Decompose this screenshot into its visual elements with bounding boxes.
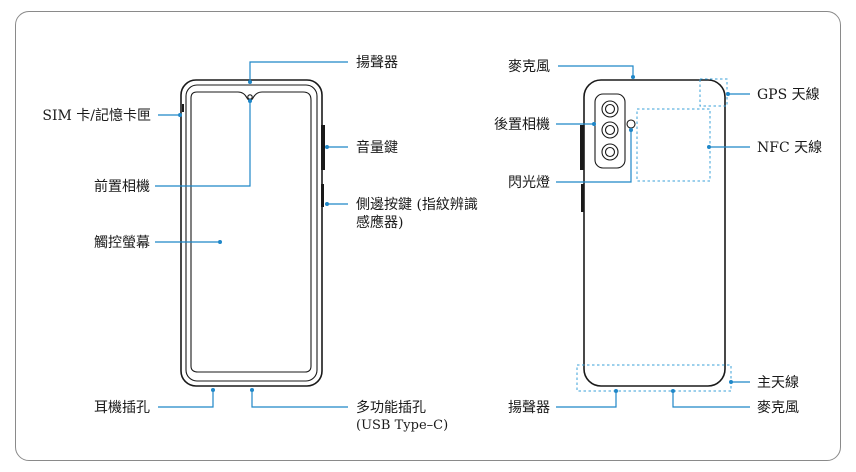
- rear-lens-1-outer: [601, 100, 619, 118]
- speaker-bottom-dot: [614, 389, 618, 393]
- multipurpose-jack-leader: [251, 392, 348, 408]
- label-multipurpose-jack-line1: 多功能插孔: [356, 399, 426, 416]
- main-antenna-area: [576, 364, 732, 392]
- touchscreen-dot: [218, 240, 222, 244]
- rear-lens-3-inner: [604, 146, 616, 158]
- volume-key-shape: [321, 125, 325, 170]
- microphone-top-leader: [558, 65, 634, 75]
- side-key-shape: [321, 184, 324, 207]
- rear-lens-2-outer: [601, 121, 619, 139]
- flash-dot: [629, 128, 633, 132]
- label-main-antenna: 主天線: [757, 375, 799, 391]
- label-flash: 閃光燈: [508, 175, 550, 191]
- microphone-bottom-dot: [671, 389, 675, 393]
- sim-tray-shape: [182, 104, 184, 112]
- label-sim-tray: SIM 卡/記憶卡匣: [42, 107, 151, 124]
- label-rear-camera: 後置相機: [494, 117, 550, 133]
- rear-camera-dot: [592, 122, 596, 126]
- side-key-dot: [325, 202, 329, 206]
- rear-lens-1-inner: [604, 103, 616, 115]
- back-view: 麥克風 GPS 天線 後置相機 NFC 天線 閃光燈 主天線 揚聲器 麥克風: [494, 59, 822, 416]
- speaker-top-leader: [249, 61, 348, 82]
- main-antenna-dot: [729, 380, 733, 384]
- back-volume-key-shape: [580, 125, 584, 170]
- label-nfc-antenna: NFC 天線: [757, 140, 822, 156]
- microphone-top-dot: [631, 75, 635, 79]
- camera-module: [594, 93, 626, 169]
- label-volume-key: 音量鍵: [356, 139, 398, 156]
- front-view: 揚聲器 SIM 卡/記憶卡匣 音量鍵 前置相機 側邊按鍵 (指紋辨識 感應器) …: [42, 54, 478, 433]
- label-side-key-line2: 感應器): [356, 214, 403, 231]
- front-camera-dot: [248, 99, 252, 103]
- label-front-camera: 前置相機: [94, 178, 150, 195]
- label-microphone-top: 麥克風: [508, 59, 550, 75]
- speaker-bottom-leader: [556, 393, 617, 408]
- front-phone-bezel: [185, 84, 318, 382]
- microphone-bottom-leader: [672, 393, 750, 408]
- label-gps-antenna: GPS 天線: [757, 87, 820, 103]
- nfc-antenna-dot: [707, 145, 711, 149]
- earphone-jack-dot: [211, 388, 215, 392]
- multipurpose-jack-dot: [250, 388, 254, 392]
- gps-antenna-dot: [726, 92, 730, 96]
- label-earphone-jack: 耳機插孔: [94, 400, 150, 416]
- back-side-key-shape: [581, 184, 584, 212]
- label-speaker-top: 揚聲器: [356, 54, 398, 71]
- rear-lens-2-inner: [604, 124, 616, 136]
- front-screen-outline: [190, 91, 312, 373]
- label-side-key-line1: 側邊按鍵 (指紋辨識: [356, 197, 478, 213]
- nfc-antenna-area: [636, 108, 711, 182]
- label-touchscreen: 觸控螢幕: [94, 235, 150, 251]
- sim-tray-dot: [178, 113, 182, 117]
- back-phone-body: [583, 79, 726, 387]
- front-camera-leader: [155, 101, 251, 187]
- flash-leader: [556, 130, 632, 183]
- label-multipurpose-jack-line2: (USB Type–C): [356, 418, 448, 433]
- front-phone-body: [180, 79, 323, 387]
- label-microphone-bottom: 麥克風: [757, 400, 799, 416]
- volume-key-dot: [325, 145, 329, 149]
- rear-lens-3-outer: [601, 143, 619, 161]
- speaker-top-dot: [248, 80, 252, 84]
- diagram-frame: [15, 11, 841, 461]
- label-speaker-bottom: 揚聲器: [508, 399, 550, 416]
- earphone-jack-leader: [158, 392, 214, 408]
